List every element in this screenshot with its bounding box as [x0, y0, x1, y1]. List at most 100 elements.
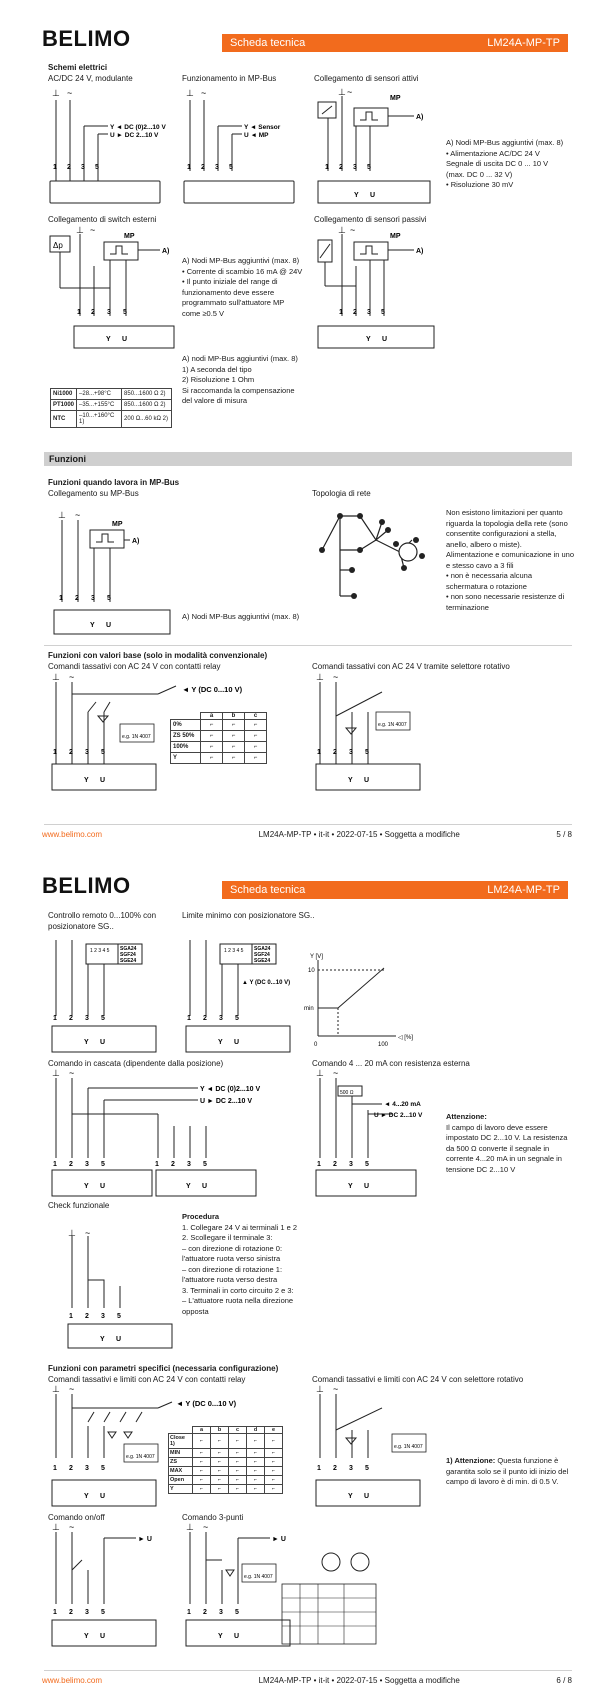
- svg-text:1: 1: [53, 749, 57, 756]
- svg-text:SGF24: SGF24: [120, 952, 136, 958]
- table-row: Close 1)⌐⌐⌐⌐⌐: [168, 1433, 283, 1449]
- svg-text:Y: Y: [84, 1183, 89, 1190]
- svg-text:1: 1: [325, 164, 329, 171]
- svg-text:A): A): [416, 248, 423, 255]
- svg-text:Y ◄ Sensor: Y ◄ Sensor: [244, 124, 281, 131]
- svg-text:U: U: [106, 622, 111, 629]
- svg-text:SGA24: SGA24: [120, 946, 137, 952]
- footer-link[interactable]: www.belimo.com: [42, 830, 103, 839]
- svg-text:5: 5: [235, 1609, 239, 1616]
- svg-text:U: U: [100, 1039, 105, 1046]
- svg-text:⊥: ⊥: [68, 1228, 76, 1238]
- diagram-label: Check funzionale: [48, 1201, 110, 1210]
- svg-text:◄ Y (DC 0...10 V): ◄ Y (DC 0...10 V): [182, 685, 243, 694]
- svg-text:~: ~: [69, 672, 74, 682]
- svg-text:MP: MP: [390, 95, 401, 102]
- header-title: Scheda tecnica: [230, 884, 306, 896]
- svg-text:U ► DC 2...10 V: U ► DC 2...10 V: [374, 1112, 423, 1119]
- wiring-diagram-mpbus-connection: ⊥ ~ MP A) 1 2 3 5 Y U: [53, 510, 171, 635]
- svg-text:⊥: ⊥: [52, 1522, 60, 1532]
- wiring-diagram-4-20ma: ⊥ ~ 500 Ω ◄ 4...20 mA U ► DC 2...10 V 1 …: [315, 1068, 423, 1197]
- svg-text:Y: Y: [100, 1336, 105, 1343]
- svg-text:2: 2: [203, 1015, 207, 1022]
- svg-text:3: 3: [353, 164, 357, 171]
- wiring-diagram-modulating: ⊥ ~ Y ◄ DC (0)2...10 V U ► DC 2...10 V 1…: [49, 88, 166, 204]
- wiring-diagram-3-point: ⊥ ~ ► U e.g. 1N 4007 1 2 3 5 Y U: [185, 1522, 377, 1647]
- svg-text:1: 1: [155, 1161, 159, 1168]
- svg-text:U: U: [364, 1183, 369, 1190]
- diagram-label: Collegamento su MP-Bus: [48, 489, 139, 498]
- divider: [44, 645, 572, 646]
- svg-text:⊥: ⊥: [316, 1068, 324, 1078]
- svg-text:~: ~: [85, 1228, 90, 1238]
- svg-text:SGE24: SGE24: [254, 958, 270, 964]
- svg-text:~: ~: [203, 1522, 208, 1532]
- svg-text:~: ~: [333, 1384, 338, 1394]
- svg-text:Y: Y: [348, 1493, 353, 1500]
- svg-text:▲ Y (DC 0...10 V): ▲ Y (DC 0...10 V): [242, 980, 290, 986]
- svg-text:► U: ► U: [138, 1536, 152, 1543]
- svg-text:⊥: ⊥: [52, 88, 60, 98]
- svg-text:~: ~: [333, 1068, 338, 1078]
- svg-text:1: 1: [317, 749, 321, 756]
- svg-text:e.g. 1N 4007: e.g. 1N 4007: [394, 1444, 423, 1450]
- note-passive-sensor: A) nodi MP-Bus aggiuntivi (max. 8) 1) A …: [182, 354, 298, 405]
- table-row: Open⌐⌐⌐⌐⌐: [168, 1475, 283, 1485]
- svg-text:3: 3: [101, 1313, 105, 1320]
- svg-text:1: 1: [317, 1465, 321, 1472]
- svg-text:5: 5: [203, 1161, 207, 1168]
- svg-text:~: ~: [350, 225, 355, 235]
- svg-text:~: ~: [69, 1068, 74, 1078]
- svg-text:3: 3: [367, 309, 371, 316]
- wiring-diagram-specific-relay: ⊥ ~ ◄ Y (DC 0...10 V) 1 2 3 5 Y U e.g. 1…: [51, 1384, 237, 1507]
- svg-text:⊥: ⊥: [52, 1384, 60, 1394]
- svg-text:MP: MP: [124, 233, 135, 240]
- svg-text:2: 2: [91, 309, 95, 316]
- diagram-label: Controllo remoto 0...100% con posizionat…: [48, 911, 157, 931]
- svg-text:0: 0: [314, 1042, 318, 1048]
- svg-text:2: 2: [353, 309, 357, 316]
- svg-text:⊥: ⊥: [316, 1384, 324, 1394]
- svg-text:Y: Y: [366, 336, 371, 343]
- diagram-label: Funzionamento in MP-Bus: [182, 74, 277, 83]
- svg-text:U: U: [370, 192, 375, 199]
- table-row: Y⌐⌐⌐: [170, 752, 267, 764]
- svg-text:5: 5: [365, 749, 369, 756]
- svg-text:SGE24: SGE24: [120, 958, 136, 964]
- table-row: 0%⌐⌐⌐: [170, 719, 267, 731]
- svg-text:Y ◄ DC (0)2...10 V: Y ◄ DC (0)2...10 V: [200, 1086, 260, 1093]
- svg-text:2: 2: [85, 1313, 89, 1320]
- svg-text:U: U: [234, 1039, 239, 1046]
- svg-text:U: U: [202, 1183, 207, 1190]
- svg-text:U ◄ MP: U ◄ MP: [244, 132, 269, 139]
- subsection-title: Funzioni con valori base (solo in modali…: [48, 651, 268, 660]
- wiring-diagram-external-switch: Δp ⊥ ~ MP A) 1 2 3 5 Y U: [49, 225, 175, 349]
- diagram-label: Limite minimo con posizionatore SG..: [182, 911, 315, 920]
- footer-info: LM24A-MP-TP • it-it • 2022-07-15 • Sogge…: [258, 1676, 460, 1685]
- svg-text:◄ 4...20 mA: ◄ 4...20 mA: [384, 1101, 421, 1108]
- page-header: Scheda tecnica LM24A-MP-TP: [222, 881, 568, 899]
- svg-text:U: U: [382, 336, 387, 343]
- svg-text:100: 100: [378, 1042, 389, 1048]
- svg-text:2: 2: [333, 1465, 337, 1472]
- note-active-sensor: A) Nodi MP-Bus aggiuntivi (max. 8) • Ali…: [446, 138, 564, 189]
- svg-text:~: ~: [333, 672, 338, 682]
- svg-text:5: 5: [101, 749, 105, 756]
- svg-text:3: 3: [215, 164, 219, 171]
- svg-text:U: U: [100, 1183, 105, 1190]
- wiring-diagram-relay: ⊥ ~ ◄ Y (DC 0...10 V) 1 2 3 5 Y U e.g. 1…: [51, 672, 243, 791]
- svg-text:3: 3: [349, 1161, 353, 1168]
- svg-text:2: 2: [333, 749, 337, 756]
- svg-text:⊥: ⊥: [52, 672, 60, 682]
- svg-text:SGA24: SGA24: [254, 946, 271, 952]
- footer-link[interactable]: www.belimo.com: [42, 1676, 103, 1685]
- svg-text:5: 5: [123, 309, 127, 316]
- table-row: Y⌐⌐⌐⌐⌐: [168, 1484, 283, 1494]
- svg-text:3: 3: [85, 1161, 89, 1168]
- svg-text:Y: Y: [84, 1039, 89, 1046]
- footer-divider: [44, 824, 572, 825]
- svg-text:~: ~: [69, 1522, 74, 1532]
